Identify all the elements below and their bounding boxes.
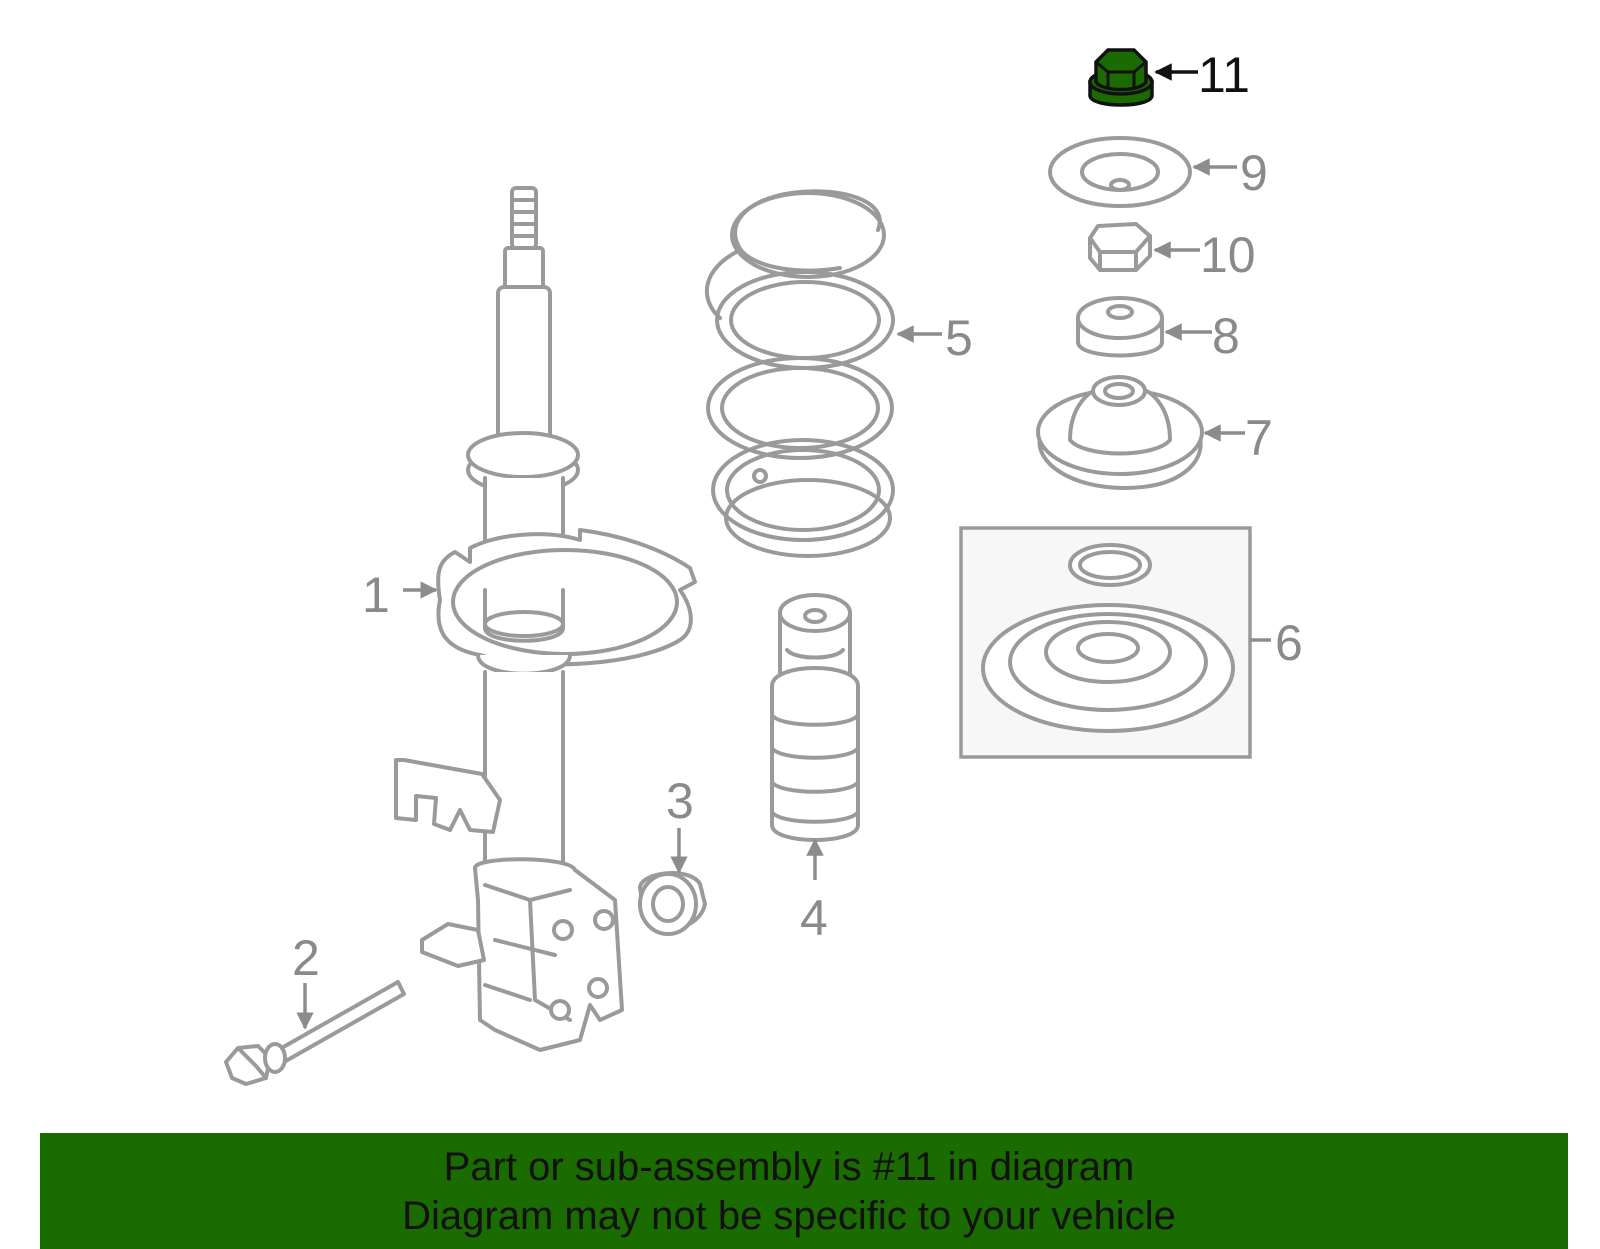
callout-5: 5 — [945, 310, 973, 366]
callout-9: 9 — [1240, 145, 1268, 201]
callout-6: 6 — [1275, 615, 1303, 671]
callout-3: 3 — [666, 773, 694, 829]
banner-line-1: Part or sub-assembly is #11 in diagram — [443, 1145, 1135, 1189]
callout-8: 8 — [1212, 308, 1240, 364]
callout-4: 4 — [800, 890, 828, 946]
highlighted-flange-nut[interactable] — [1088, 48, 1154, 107]
bushing[interactable] — [1076, 296, 1164, 358]
washer[interactable] — [1048, 136, 1192, 208]
strut-mount-kit[interactable] — [959, 526, 1252, 759]
callout-1: 1 — [362, 567, 390, 623]
callout-2: 2 — [292, 930, 320, 986]
coil-spring[interactable] — [705, 189, 895, 558]
banner-line-2: Diagram may not be specific to your vehi… — [402, 1194, 1176, 1238]
strut-mount[interactable] — [1036, 375, 1204, 490]
bolt[interactable] — [224, 980, 406, 1086]
strut-assembly[interactable] — [394, 186, 697, 1052]
info-banner: Part or sub-assembly is #11 in diagram D… — [40, 1133, 1568, 1249]
bump-stop[interactable] — [770, 593, 860, 842]
hex-nut[interactable] — [1088, 222, 1152, 272]
callout-10: 10 — [1200, 227, 1256, 283]
callout-11: 11 — [1198, 47, 1250, 103]
callout-7: 7 — [1245, 410, 1273, 466]
flange-nut[interactable] — [638, 871, 707, 936]
